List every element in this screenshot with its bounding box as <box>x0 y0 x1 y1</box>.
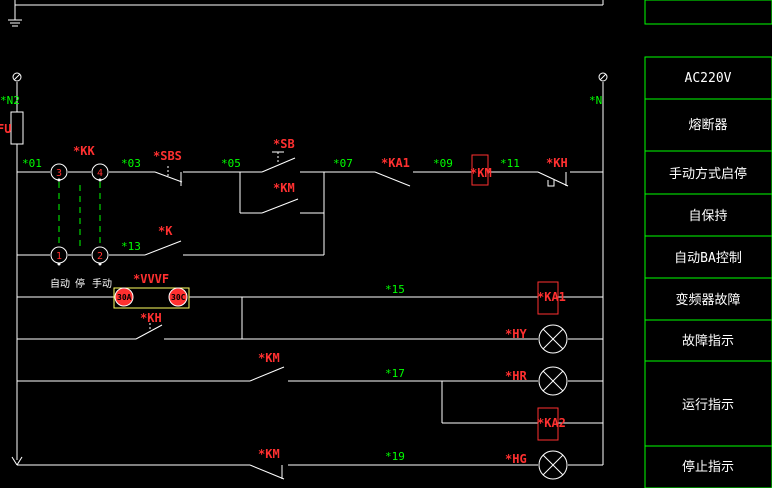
wire-13: *13 <box>121 240 141 253</box>
terminal-right <box>598 72 608 82</box>
wire-05: *05 <box>221 157 241 170</box>
vfd-terminal-30c-label: 30C <box>171 293 186 302</box>
hy-lamp-label: *HY <box>505 327 527 341</box>
wiring <box>8 0 604 466</box>
legend-self-hold: 自保持 <box>688 209 727 224</box>
ka1-coil-box <box>537 281 559 315</box>
indicator-lamps <box>538 324 568 480</box>
selector-stop-label: 停 <box>75 277 85 290</box>
wire-01: *01 <box>22 157 42 170</box>
legend-manual-start-stop: 手动方式启停 <box>669 166 747 182</box>
kh-parallel-contact <box>135 323 163 340</box>
selector-dashed-links <box>58 182 101 246</box>
coils <box>471 154 559 441</box>
kh-contact-label: *KH <box>546 156 568 170</box>
k-contact-label: *K <box>158 224 173 238</box>
km-hold-contact <box>261 198 299 214</box>
fuse-label: FU <box>0 122 11 136</box>
stop-button-label: *SBS <box>153 149 182 163</box>
wire-07: *07 <box>333 157 353 170</box>
km-coil-box <box>471 154 489 186</box>
wire-11: *11 <box>500 157 520 170</box>
selector-pos-1: 1 <box>56 251 62 262</box>
wire-n2: *N2 <box>0 94 20 107</box>
ka1-contact <box>374 171 411 187</box>
rail-terminals <box>12 72 608 82</box>
start-button-label: *SB <box>273 137 295 151</box>
legend-stop-indicator: 停止指示 <box>682 459 734 475</box>
selector-label: *KK <box>73 144 95 158</box>
selector-pos-2: 2 <box>97 251 103 262</box>
km-run-label: *KM <box>258 351 280 365</box>
hr-lamp-label: *HR <box>505 369 527 383</box>
stop-button-contact <box>154 166 183 186</box>
km-hold-label: *KM <box>273 181 295 195</box>
selector-pos-3: 3 <box>56 168 62 179</box>
vfd-label: *VVVF <box>133 272 169 286</box>
bottom-arrow-icon <box>11 456 23 466</box>
wire-17: *17 <box>385 367 405 380</box>
ka1-coil-label: *KA1 <box>537 290 566 304</box>
ka2-coil-box <box>537 407 559 441</box>
hg-lamp-label: *HG <box>505 452 527 466</box>
selector-manual-label: 手动 <box>92 277 112 290</box>
legend-fault-indicator: 故障指示 <box>682 334 734 349</box>
wire-03: *03 <box>121 157 141 170</box>
km-stop-contact <box>249 464 285 480</box>
km-coil-label: *KM <box>470 166 492 180</box>
km-stop-label: *KM <box>258 447 280 461</box>
contacts <box>135 151 569 480</box>
function-legend-panel <box>644 0 772 488</box>
terminal-left <box>12 72 22 82</box>
legend-auto-ba: 自动BA控制 <box>674 251 742 266</box>
wire-19: *19 <box>385 450 405 463</box>
wire-09: *09 <box>433 157 453 170</box>
legend-vfd-fault: 变频器故障 <box>675 292 740 308</box>
hr-lamp-icon <box>538 366 568 396</box>
vfd-terminal-30a <box>114 287 134 307</box>
vfd-terminal-30c <box>168 287 188 307</box>
hg-lamp-icon <box>538 450 568 480</box>
k-contact <box>144 240 182 256</box>
legend-ac220v: AC220V <box>685 71 732 86</box>
wire-n1: *N <box>589 94 602 107</box>
ka1-contact-label: *KA1 <box>381 156 410 170</box>
selector-auto-label: 自动 <box>50 277 70 290</box>
km-run-contact <box>249 366 285 382</box>
legend-run-indicator: 运行指示 <box>682 398 734 413</box>
fuse-symbol <box>10 111 24 145</box>
kh-contact <box>537 171 569 187</box>
hy-lamp-icon <box>538 324 568 354</box>
legend-fuse: 熔断器 <box>688 118 727 133</box>
ka2-coil-label: *KA2 <box>537 416 566 430</box>
wire-15: *15 <box>385 283 405 296</box>
vfd-block <box>113 287 190 309</box>
start-button-contact <box>261 151 296 173</box>
vfd-terminal-30a-label: 30A <box>117 293 132 302</box>
selector-pos-4: 4 <box>97 168 103 179</box>
kh-parallel-label: *KH <box>140 311 162 325</box>
